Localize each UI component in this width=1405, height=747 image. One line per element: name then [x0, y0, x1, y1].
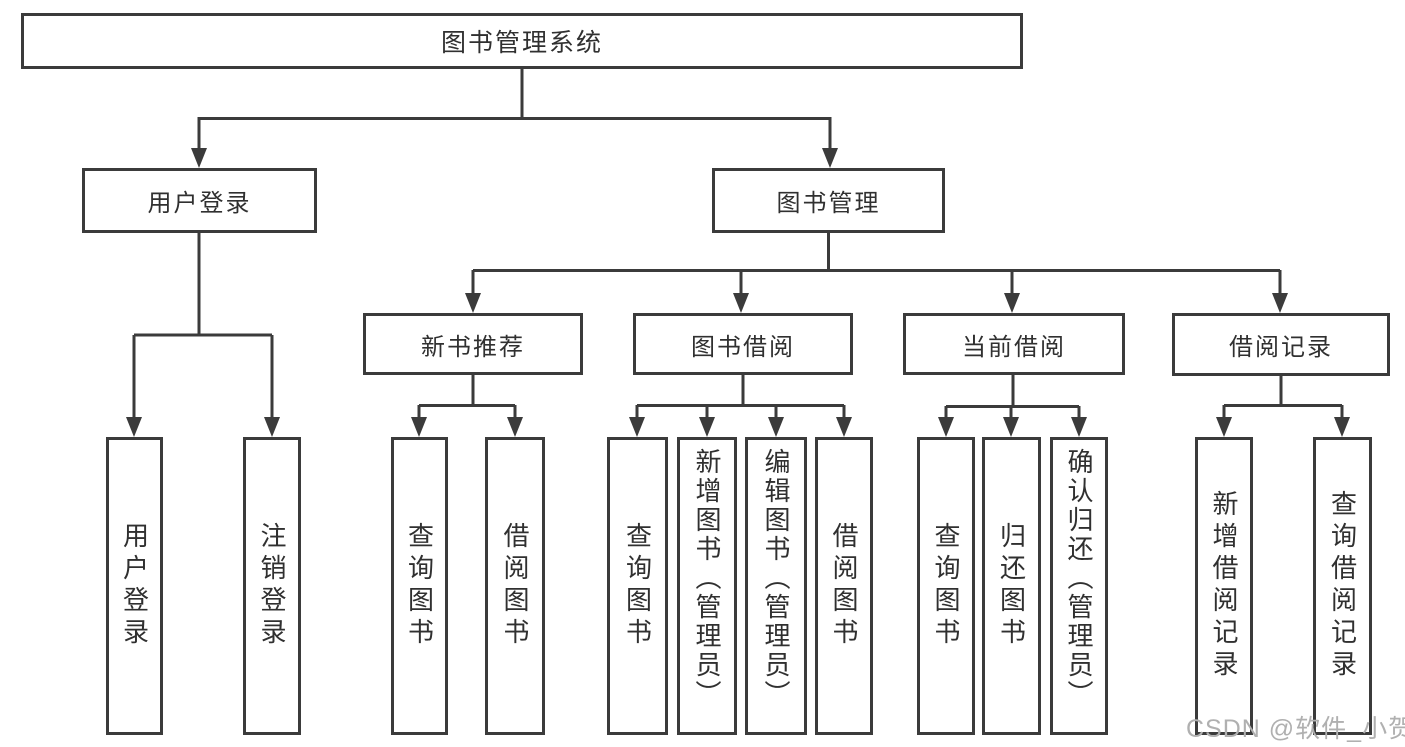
leaf-query-books-current: 查询图书: [917, 437, 975, 735]
leaf-query-borrow-record: 查询借阅记录: [1313, 437, 1372, 735]
tree-branch-lines: [132, 68, 1344, 421]
leaf-borrow-books-recommend: 借阅图书: [485, 437, 545, 735]
leaf-confirm-return-admin: 确认归还（管理员）: [1050, 437, 1108, 735]
node-borrow-records: 借阅记录: [1172, 313, 1390, 376]
leaf-query-books-current-label: 查询图书: [931, 522, 961, 650]
leaf-logout: 注销登录: [243, 437, 301, 735]
node-book-borrow: 图书借阅: [633, 313, 853, 375]
node-root-library-system: 图书管理系统: [21, 13, 1023, 69]
leaf-edit-book-admin: 编辑图书（管理员）: [745, 437, 807, 735]
leaf-add-book-admin-label: 新增图书（管理员）: [692, 448, 722, 709]
leaf-confirm-return-admin-label: 确认归还（管理员）: [1064, 448, 1094, 709]
leaf-query-borrow-record-label: 查询借阅记录: [1327, 490, 1358, 682]
node-new-book-recommend: 新书推荐: [363, 313, 583, 375]
node-current-borrow: 当前借阅: [903, 313, 1125, 375]
leaf-add-borrow-record-label: 新增借阅记录: [1209, 490, 1239, 682]
leaf-borrow-books: 借阅图书: [815, 437, 873, 735]
leaf-add-borrow-record: 新增借阅记录: [1195, 437, 1253, 735]
leaf-query-books-recommend-label: 查询图书: [404, 522, 435, 650]
leaf-query-books-borrow: 查询图书: [607, 437, 668, 735]
leaf-borrow-books-recommend-label: 借阅图书: [500, 522, 530, 650]
leaf-user-login-label: 用户登录: [119, 522, 150, 650]
leaf-add-book-admin: 新增图书（管理员）: [677, 437, 737, 735]
leaf-borrow-books-label: 借阅图书: [829, 522, 859, 650]
leaf-edit-book-admin-label: 编辑图书（管理员）: [761, 448, 791, 709]
leaf-return-books: 归还图书: [982, 437, 1041, 735]
leaf-query-books-borrow-label: 查询图书: [622, 522, 653, 650]
leaf-return-books-label: 归还图书: [996, 522, 1027, 650]
leaf-query-books-recommend: 查询图书: [391, 437, 448, 735]
leaf-logout-label: 注销登录: [257, 522, 287, 650]
node-user-login: 用户登录: [82, 168, 317, 233]
csdn-watermark: CSDN @软件_小贺同学: [1186, 715, 1405, 743]
leaf-user-login: 用户登录: [106, 437, 163, 735]
node-book-management: 图书管理: [712, 168, 945, 233]
